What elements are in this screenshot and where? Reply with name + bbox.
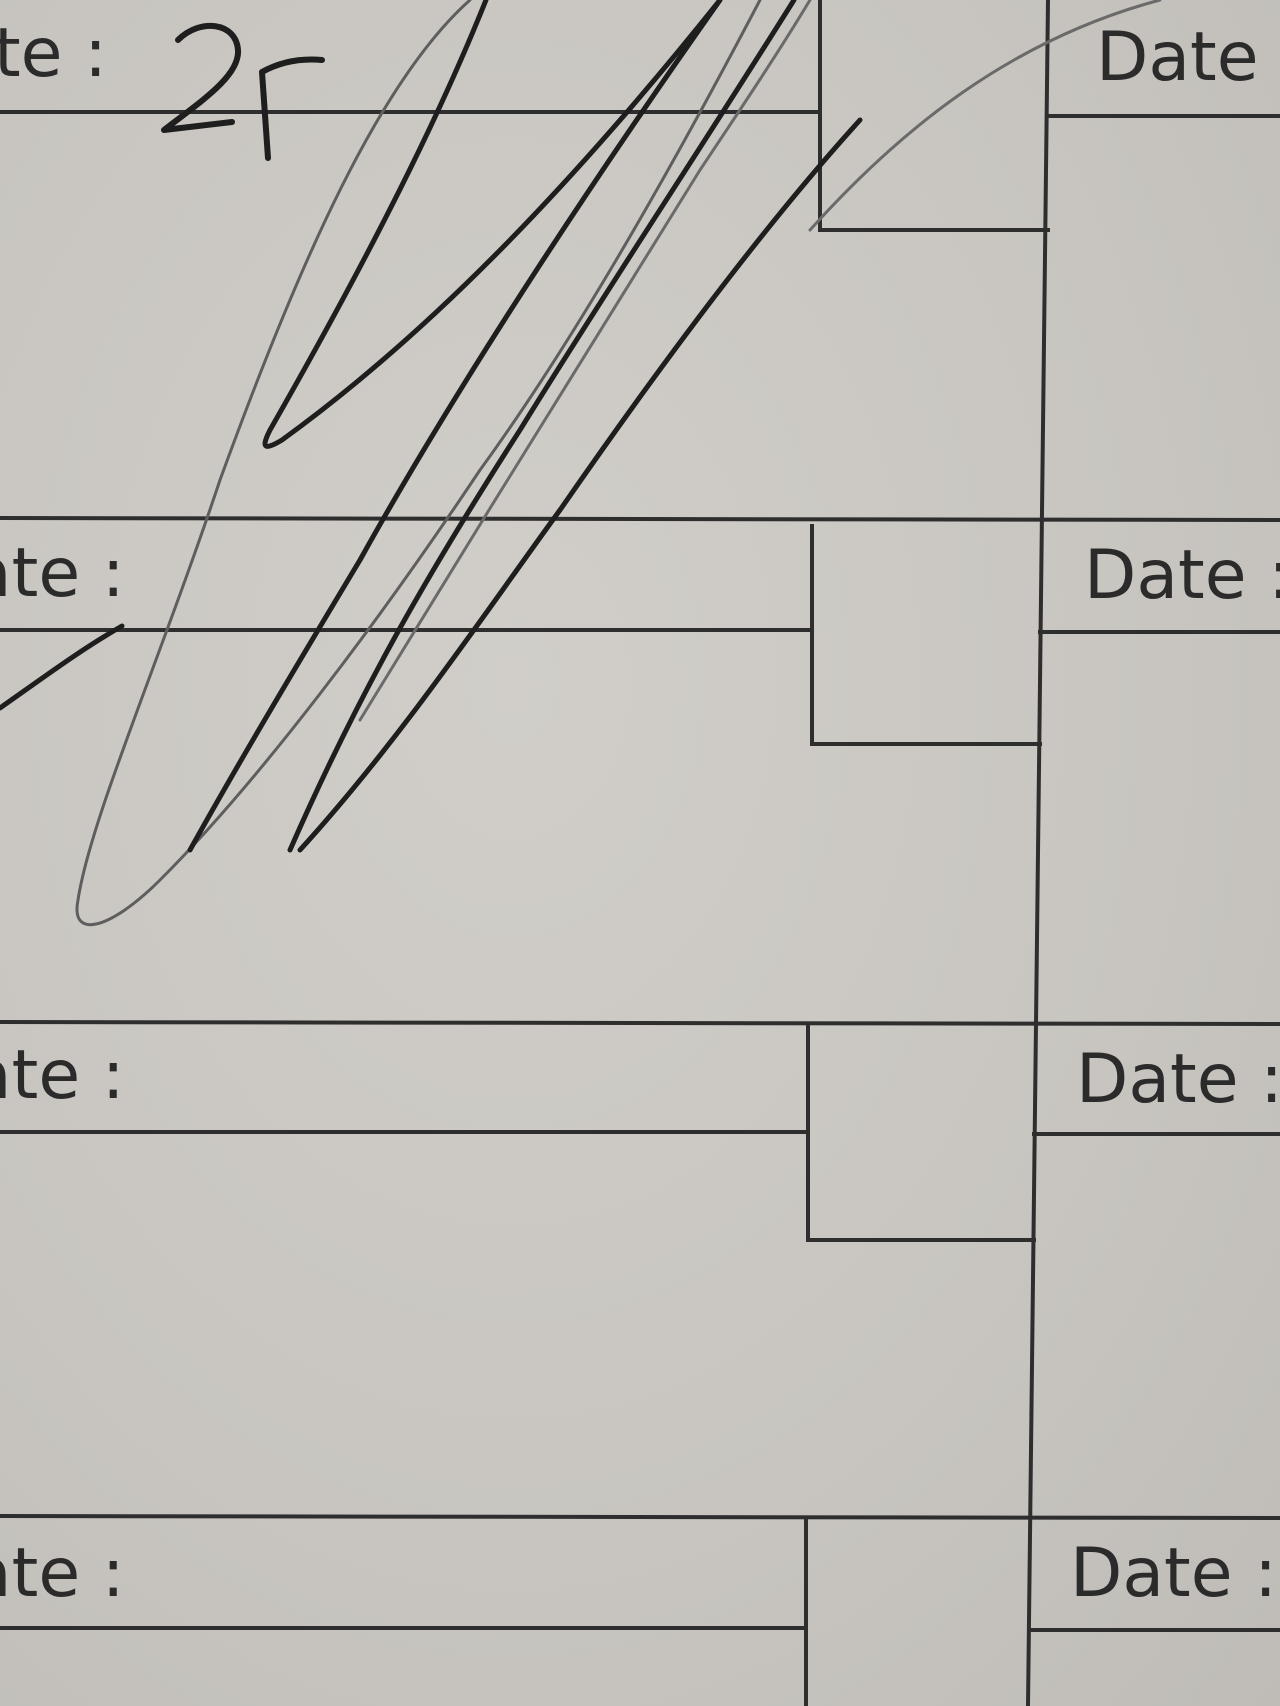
row4-date-label: ate : [0,1534,125,1613]
right-column-divider [1025,0,1051,1706]
row1-right-date-label: Date [1096,18,1259,97]
row1-date-label: te : [0,14,108,93]
row2-date-label: ate : [0,534,125,613]
row4-right-date-label: Date : [1070,1534,1278,1613]
row3-top-border [0,1019,1280,1027]
row3-date-label: ate : [0,1036,125,1115]
row2-box-outline [810,524,1042,746]
row3-right-date-label: Date : [1076,1040,1280,1119]
row2-right-date-label: Date : [1084,536,1280,615]
row1-box-outline [818,0,1050,232]
row4-top-border [0,1513,1280,1521]
row2-top-border [0,515,1280,523]
row3-box-outline [806,1024,1036,1242]
